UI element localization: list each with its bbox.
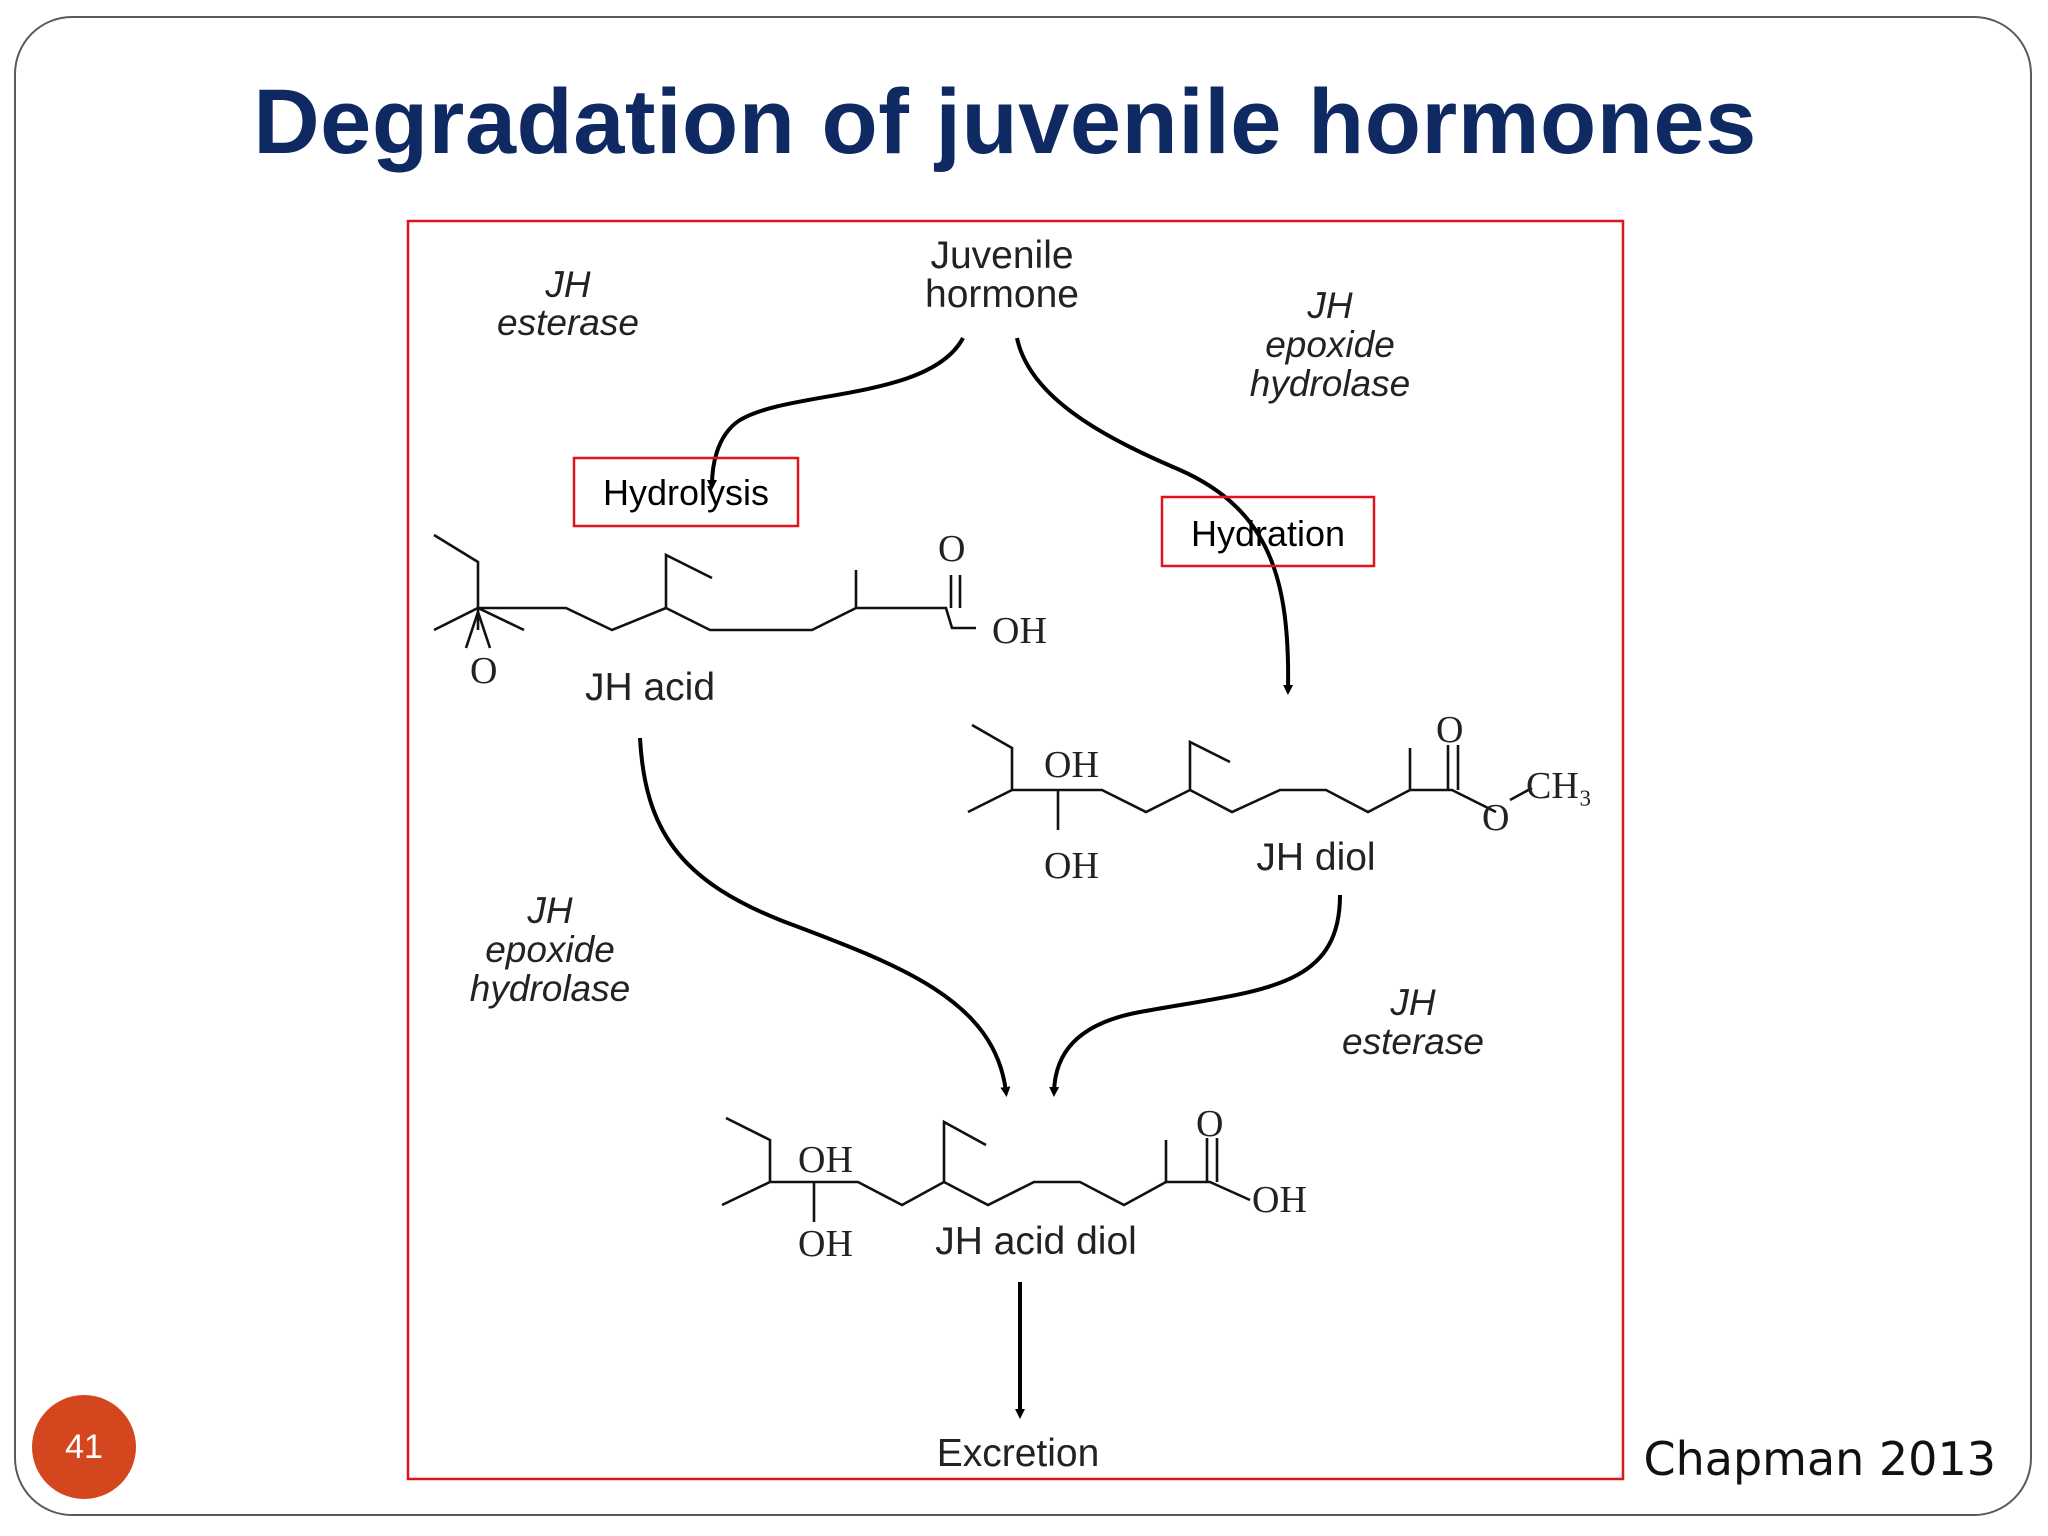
arrow-jh-to-jh-diol — [1015, 337, 1294, 695]
jh-diol-structure — [967, 723, 1533, 830]
node-jh-acid-diol: JH acid diol — [935, 1220, 1137, 1263]
jh-acid-diol-oh-top: OH — [798, 1139, 853, 1181]
jh-acid-diol-oh-bottom: OH — [798, 1223, 853, 1265]
hydrolysis-label: Hydrolysis — [603, 472, 769, 513]
arrow-jh-diol-to-jh-acid-diol — [1049, 894, 1342, 1097]
slide-frame — [14, 16, 2032, 1516]
citation: Chapman 2013 — [1643, 1432, 1996, 1486]
node-excretion: Excretion — [937, 1432, 1100, 1475]
jh-acid-epoxide-o: O — [470, 650, 497, 692]
enzyme-jh-epoxide-hydrolase-top-line1: JH — [1306, 285, 1353, 326]
enzyme-jh-epoxide-hydrolase-mid-line3: hydrolase — [470, 968, 630, 1009]
hydration-box — [1160, 495, 1376, 568]
node-juvenile-hormone-line2: hormone — [925, 273, 1079, 316]
enzyme-jh-esterase-mid-line2: esterase — [1342, 1021, 1484, 1062]
enzyme-jh-epoxide-hydrolase-top-line3: hydrolase — [1250, 363, 1410, 404]
hydrolysis-box — [572, 456, 800, 528]
jh-diol-o-ester: O — [1482, 797, 1509, 839]
enzyme-jh-epoxide-hydrolase-mid-line1: JH — [526, 890, 573, 931]
arrow-jh-acid-to-jh-acid-diol — [638, 737, 1011, 1097]
page-number-badge: 41 — [32, 1395, 136, 1499]
enzyme-jh-esterase-top-line1: JH — [544, 264, 591, 305]
diagram-frame — [406, 219, 1625, 1481]
hydration-label: Hydration — [1191, 513, 1345, 554]
slide-title: Degradation of juvenile hormones — [253, 71, 1757, 173]
enzyme-jh-esterase-top-line2: esterase — [497, 302, 639, 343]
jh-acid-oh: OH — [992, 610, 1047, 652]
arrow-jh-to-jh-acid — [707, 337, 965, 490]
enzyme-jh-esterase-mid-line1: JH — [1389, 982, 1436, 1023]
node-jh-diol: JH diol — [1256, 836, 1375, 879]
jh-acid-structure — [433, 533, 976, 649]
enzyme-jh-epoxide-hydrolase-mid-line2: epoxide — [485, 929, 615, 970]
jh-diol-o-top: O — [1436, 709, 1463, 751]
node-jh-acid: JH acid — [585, 666, 715, 709]
jh-diol-ch3: CH₃ — [1526, 765, 1592, 807]
jh-acid-diol-structure — [721, 1116, 1251, 1222]
jh-diol-oh-bottom: OH — [1044, 845, 1099, 887]
node-juvenile-hormone-line1: Juvenile — [930, 234, 1073, 277]
jh-acid-o-top: O — [938, 528, 965, 570]
jh-diol-oh-top: OH — [1044, 744, 1099, 786]
jh-acid-diol-oh-acid: OH — [1252, 1179, 1307, 1221]
enzyme-jh-epoxide-hydrolase-top-line2: epoxide — [1265, 324, 1395, 365]
jh-acid-diol-o-top: O — [1196, 1103, 1223, 1145]
